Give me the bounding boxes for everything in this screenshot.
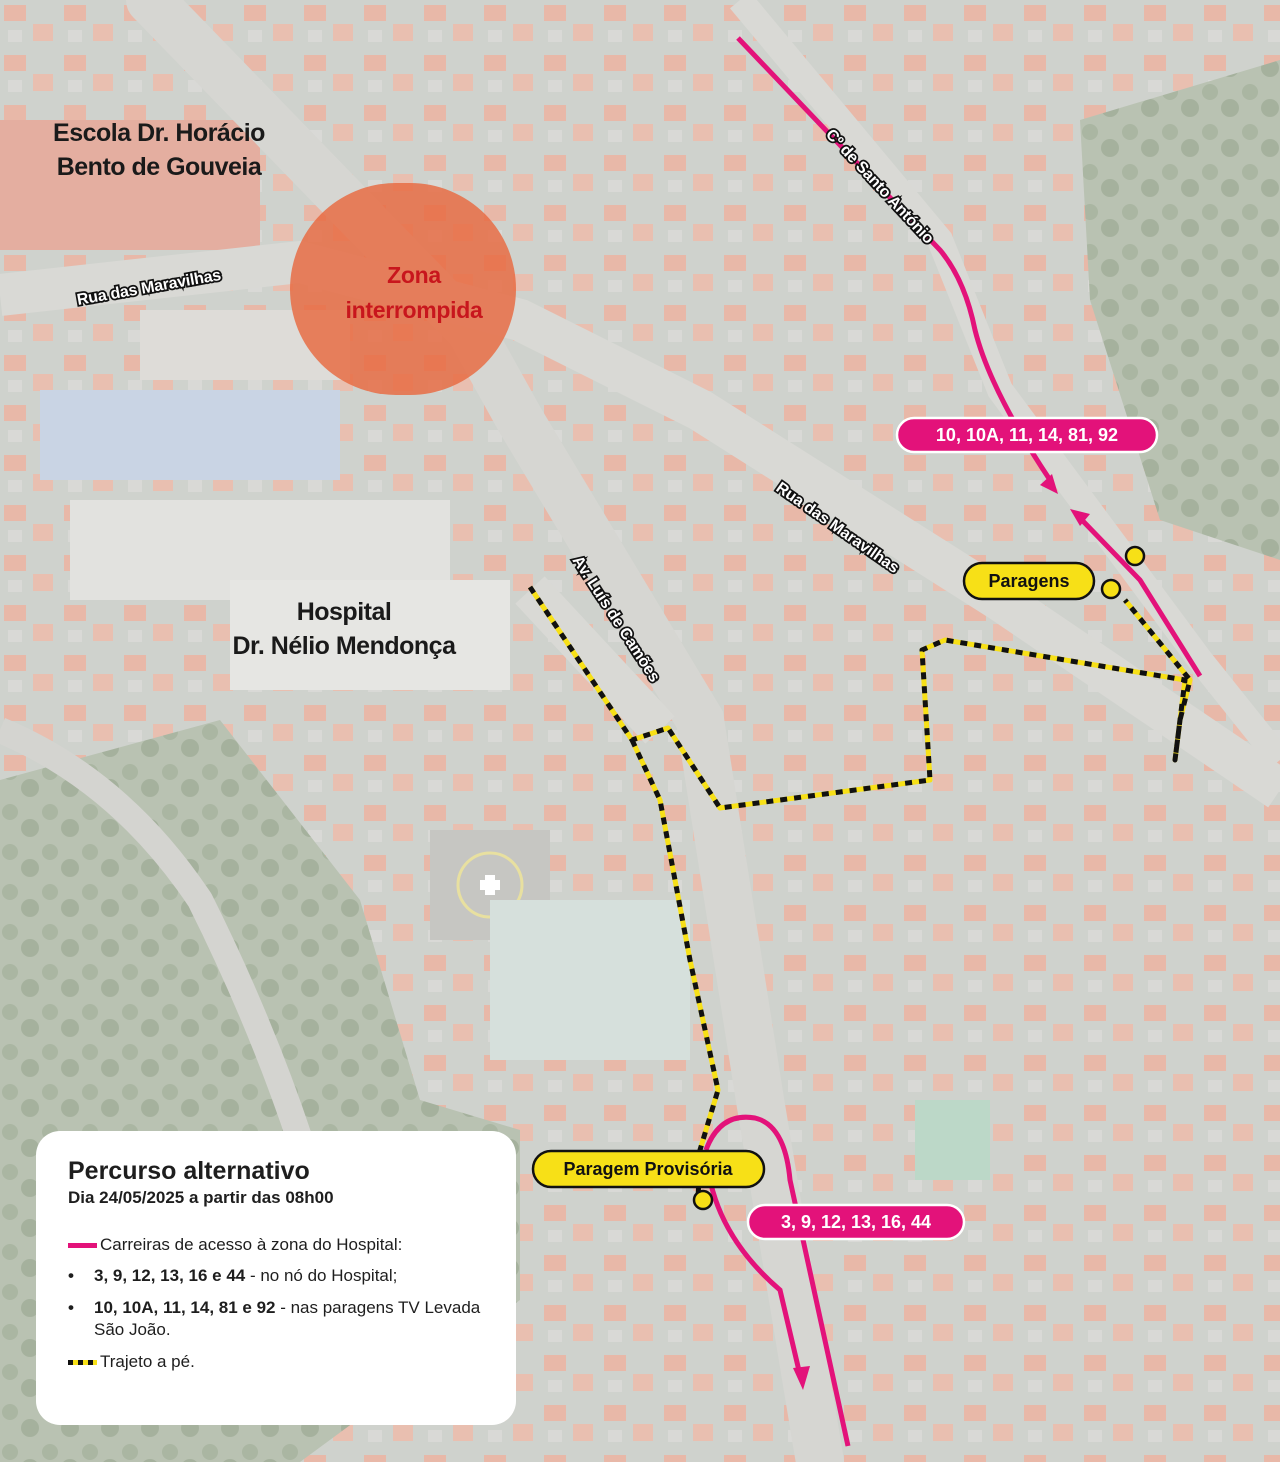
hospital-annex xyxy=(490,900,690,1060)
legend-route-item: • 10, 10A, 11, 14, 81 e 92 - nas paragen… xyxy=(68,1297,484,1341)
route-pill-south[interactable]: 3, 9, 12, 13, 16, 44 xyxy=(746,1203,966,1241)
bullet: • xyxy=(68,1298,74,1317)
route-pill-north[interactable]: 10, 10A, 11, 14, 81, 92 xyxy=(895,416,1159,454)
legend-walk-row: Trajeto a pé. xyxy=(68,1351,484,1373)
road-rua-maravilhas xyxy=(0,240,1280,808)
sports-court xyxy=(915,1100,990,1180)
zone-label-line1: Zona xyxy=(387,262,441,288)
legend-title: Percurso alternativo xyxy=(68,1157,310,1185)
legend-item1-rest: - no nó do Hospital; xyxy=(245,1266,398,1285)
route-pill-north-text: 10, 10A, 11, 14, 81, 92 xyxy=(936,425,1118,445)
helipad-cross xyxy=(485,875,495,895)
legend-item2-rest: - nas paragens TV Levada São João. xyxy=(94,1298,481,1339)
legend-routes-row: Carreiras de acesso à zona do Hospital: xyxy=(68,1234,484,1256)
school-building xyxy=(0,120,260,250)
pink-route-swatch xyxy=(68,1243,97,1248)
school-label-line1: Escola Dr. Horácio xyxy=(53,119,265,147)
interrupted-zone[interactable] xyxy=(290,183,516,395)
legend-route-list: • 3, 9, 12, 13, 16 e 44 - no nó do Hospi… xyxy=(68,1265,484,1341)
vegetation-area-east xyxy=(1080,60,1280,560)
legend-panel: Percurso alternativo Dia 24/05/2025 a pa… xyxy=(36,1131,516,1425)
road-av-luis-camoes xyxy=(515,576,675,744)
legend-subtitle: Dia 24/05/2025 a partir das 08h00 xyxy=(68,1188,334,1207)
stop-label-paragem-provisoria[interactable]: Paragem Provisória xyxy=(531,1149,766,1189)
route-pill-south-text: 3, 9, 12, 13, 16, 44 xyxy=(781,1212,931,1232)
hospital-label-line1: Hospital xyxy=(297,598,392,626)
stop-label-paragem-provisoria-text: Paragem Provisória xyxy=(563,1159,733,1179)
hospital-building xyxy=(230,580,510,690)
hospital-label-line2: Dr. Nélio Mendonça xyxy=(233,632,458,660)
legend-item1-bold: 3, 9, 12, 13, 16 e 44 xyxy=(94,1266,246,1285)
hospital-building-roof xyxy=(40,390,340,480)
stop-label-paragens-text: Paragens xyxy=(988,571,1069,591)
road-west xyxy=(0,718,313,1145)
bus-stop-marker-provisional[interactable] xyxy=(692,1189,714,1211)
bus-stop-marker[interactable] xyxy=(1124,545,1146,567)
legend-route-item: • 3, 9, 12, 13, 16 e 44 - no nó do Hospi… xyxy=(68,1265,484,1287)
bus-stop-marker[interactable] xyxy=(1100,578,1122,600)
stop-label-paragens[interactable]: Paragens xyxy=(962,561,1096,601)
zone-label-line2: interrompida xyxy=(346,297,483,323)
legend-routes-label: Carreiras de acesso à zona do Hospital: xyxy=(100,1235,403,1254)
bullet: • xyxy=(68,1266,74,1285)
legend-walk-label: Trajeto a pé. xyxy=(100,1352,195,1371)
legend-item2-bold: 10, 10A, 11, 14, 81 e 92 xyxy=(94,1298,276,1317)
walk-route-swatch xyxy=(68,1360,97,1365)
school-label-line2: Bento de Gouveia xyxy=(57,153,263,181)
